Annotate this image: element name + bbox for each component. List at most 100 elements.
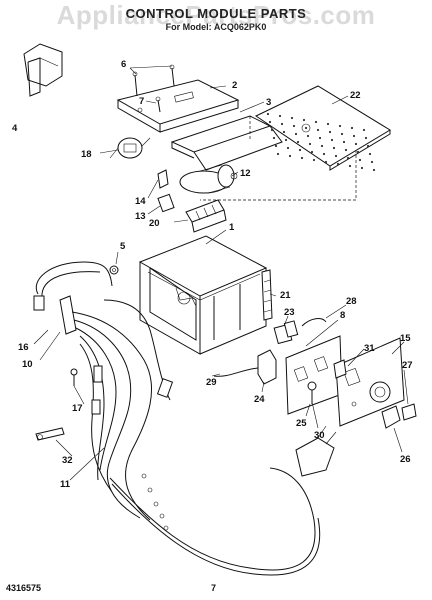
part-18-relay bbox=[109, 137, 151, 159]
callout-13: 13 bbox=[135, 211, 146, 222]
perforation-dot bbox=[280, 122, 284, 126]
callout-32: 32 bbox=[62, 455, 73, 466]
part-20-terminal-block bbox=[185, 199, 227, 233]
perforation-dot bbox=[340, 132, 344, 136]
perforation-dot bbox=[334, 154, 338, 158]
perforation-dot bbox=[336, 162, 340, 166]
part-24-switch bbox=[257, 349, 277, 385]
perforation-dot bbox=[306, 134, 310, 138]
part-15-control-panel bbox=[335, 337, 405, 427]
perforation-dot bbox=[304, 126, 308, 130]
callout-21: 21 bbox=[280, 290, 291, 301]
callout-1: 1 bbox=[229, 222, 235, 233]
page-number: 7 bbox=[211, 583, 217, 593]
perforation-dot bbox=[314, 120, 318, 124]
part-7-screw bbox=[155, 96, 161, 113]
part-1-housing bbox=[138, 235, 268, 355]
callout-17: 17 bbox=[72, 403, 83, 414]
callout-8: 8 bbox=[340, 310, 345, 321]
watermark-text: AppliancePartsPros.com bbox=[56, 0, 376, 30]
part-31-bracket bbox=[333, 359, 347, 379]
part-26-knob bbox=[381, 405, 401, 429]
callout-31: 31 bbox=[364, 343, 375, 354]
part-23-switch bbox=[273, 320, 299, 345]
perforation-dot bbox=[316, 128, 320, 132]
callout-14: 14 bbox=[135, 196, 146, 207]
perforation-dot bbox=[308, 142, 312, 146]
perforation-dot bbox=[350, 126, 354, 130]
perforation-dot bbox=[294, 132, 298, 136]
part-29-wire bbox=[213, 367, 259, 377]
part-21-strip bbox=[261, 269, 273, 321]
callout-labels: 6 2 3 22 7 4 18 14 13 12 20 1 5 21 23 28… bbox=[12, 59, 413, 490]
perforation-dot bbox=[364, 136, 368, 140]
callout-15: 15 bbox=[400, 333, 411, 344]
part-28-clip bbox=[301, 318, 327, 327]
perforation-dot bbox=[326, 122, 330, 126]
callout-5: 5 bbox=[120, 241, 126, 252]
perforation-dot bbox=[268, 120, 272, 124]
part-22-perforated-panel bbox=[255, 85, 391, 172]
perforation-dot bbox=[354, 142, 358, 146]
perforation-dot bbox=[362, 128, 366, 132]
part-17-screw bbox=[70, 368, 78, 386]
callout-7: 7 bbox=[139, 96, 144, 107]
perforation-dot bbox=[318, 136, 322, 140]
perforation-dot bbox=[290, 116, 294, 120]
perforation-dot bbox=[298, 148, 302, 152]
part-4-bracket bbox=[23, 43, 63, 97]
perforation-dot bbox=[356, 150, 360, 154]
callout-29: 29 bbox=[206, 377, 217, 388]
perforation-dot bbox=[278, 114, 282, 118]
part-11-wiring-bundle bbox=[71, 299, 321, 576]
perforation-dot bbox=[272, 136, 276, 140]
perforation-dot bbox=[286, 146, 290, 150]
perforation-dot bbox=[266, 112, 270, 116]
part-6-screws bbox=[132, 64, 175, 97]
perforation-dot bbox=[284, 138, 288, 142]
perforation-dot bbox=[342, 140, 346, 144]
perforation-dot bbox=[320, 144, 324, 148]
perforation-dot bbox=[332, 146, 336, 150]
callout-24: 24 bbox=[254, 394, 265, 405]
callout-11: 11 bbox=[60, 479, 71, 490]
callout-25: 25 bbox=[296, 418, 307, 429]
perforation-dot bbox=[270, 128, 274, 132]
perforation-dot bbox=[370, 160, 374, 164]
diagram-subtitle: For Model: ACQ062PK0 bbox=[165, 22, 267, 32]
callout-4: 4 bbox=[12, 123, 18, 134]
perforation-dot bbox=[274, 144, 278, 148]
perforation-dot bbox=[324, 160, 328, 164]
callout-3: 3 bbox=[266, 97, 271, 108]
part-16-harness bbox=[33, 261, 113, 335]
perforation-dot bbox=[366, 144, 370, 148]
perforation-dot bbox=[322, 152, 326, 156]
perforation-dot bbox=[352, 134, 356, 138]
document-number: 4316575 bbox=[6, 583, 42, 593]
perforation-dot bbox=[300, 156, 304, 160]
perforation-dot bbox=[288, 154, 292, 158]
perforation-dot bbox=[346, 156, 350, 160]
perforation-dot bbox=[358, 158, 362, 162]
callout-27: 27 bbox=[402, 360, 413, 371]
part-25-screw bbox=[307, 381, 317, 404]
callout-16: 16 bbox=[18, 342, 29, 353]
perforation-dot bbox=[302, 118, 306, 122]
perforation-dot bbox=[330, 138, 334, 142]
callout-28: 28 bbox=[346, 296, 357, 307]
perforation-dot bbox=[338, 124, 342, 128]
perforation-dot bbox=[360, 166, 364, 170]
callout-6: 6 bbox=[121, 59, 126, 70]
callout-30: 30 bbox=[314, 430, 325, 441]
power-plug bbox=[295, 425, 337, 477]
callout-18: 18 bbox=[81, 149, 92, 160]
callout-10: 10 bbox=[22, 359, 33, 370]
perforation-dot bbox=[368, 152, 372, 156]
perforation-dot bbox=[328, 130, 332, 134]
part-14-clip bbox=[157, 169, 169, 189]
perforation-dot bbox=[344, 148, 348, 152]
part-32-cable-tie bbox=[35, 427, 65, 441]
perforation-dot bbox=[372, 168, 376, 172]
